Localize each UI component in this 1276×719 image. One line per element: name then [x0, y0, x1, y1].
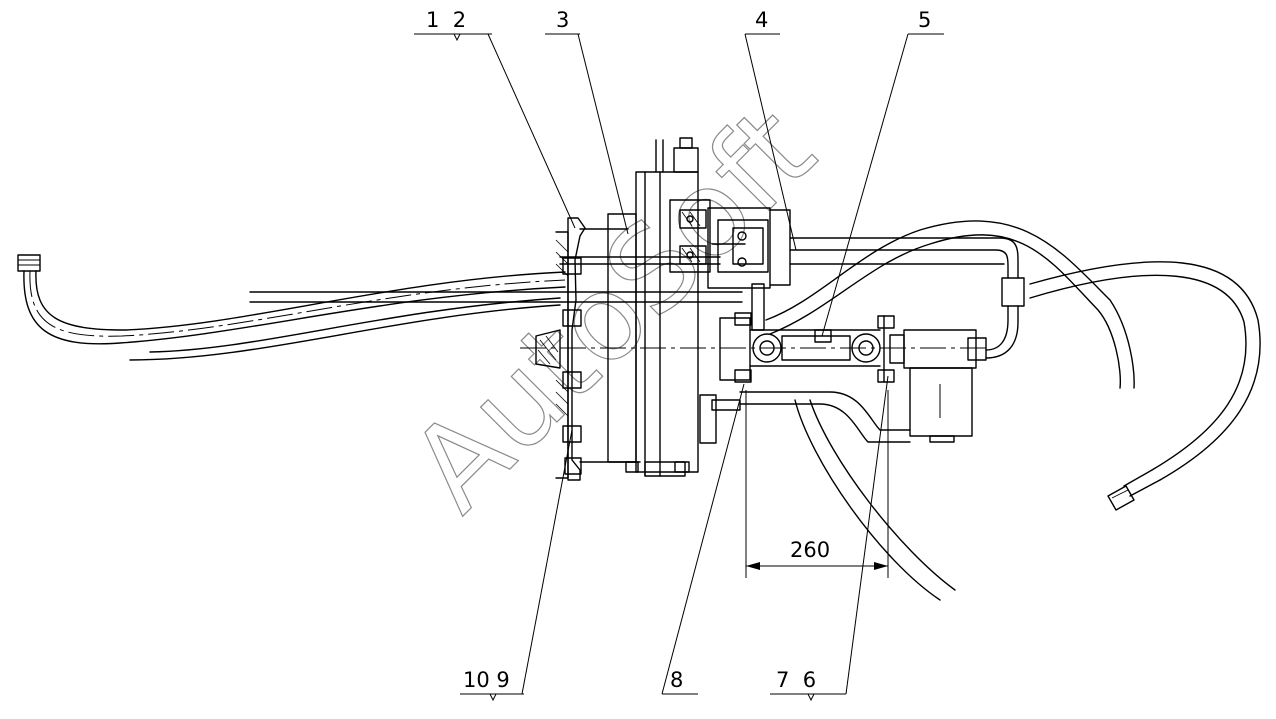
callout-7-6: 7 6: [776, 668, 816, 692]
right-long-hose: [1029, 261, 1261, 511]
upper-right-pipes: [765, 220, 1135, 389]
upper-gearbox: [707, 207, 791, 331]
callout-8: 8: [670, 668, 683, 692]
callout-1-2: 1 2: [426, 8, 466, 32]
universal-joint-shaft: [719, 312, 905, 383]
callout-3: 3: [556, 8, 569, 32]
main-housing: [607, 137, 717, 477]
lower-pipes: [711, 391, 956, 601]
dimension-label: 260: [790, 538, 830, 562]
callout-4: 4: [755, 8, 768, 32]
dimension-260: 260: [745, 390, 889, 578]
callout-5: 5: [918, 8, 931, 32]
callout-10-9: 10 9: [463, 668, 510, 692]
flange-plate: [535, 217, 641, 481]
leader-lines: [414, 33, 944, 702]
pump-unit: [903, 329, 987, 443]
